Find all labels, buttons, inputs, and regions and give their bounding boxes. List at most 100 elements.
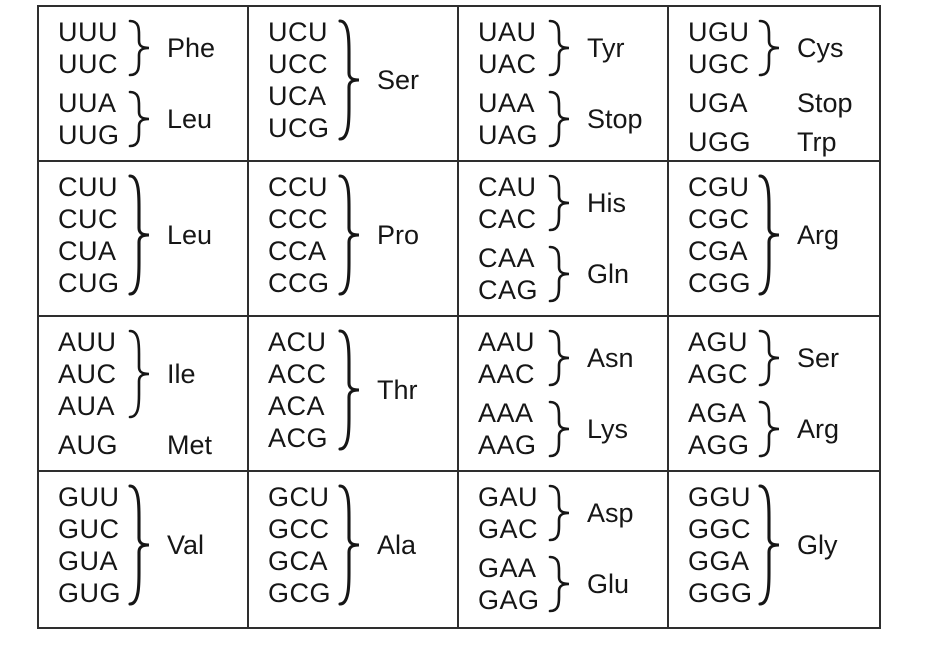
codon: AUA	[58, 391, 116, 421]
codon: CCG	[268, 268, 330, 298]
amino-acid-label: Arg	[797, 219, 840, 250]
codon: AGG	[688, 430, 750, 460]
amino-acid-label: Ile	[167, 358, 196, 389]
brace-icon	[758, 19, 788, 77]
brace-icon	[128, 19, 158, 77]
amino-acid-label: Stop	[587, 103, 643, 134]
amino-acid-label: His	[587, 187, 626, 218]
codon: UCU	[268, 17, 328, 47]
codon: GCU	[268, 482, 330, 512]
codon: CGG	[688, 268, 752, 298]
amino-acid-label: Met	[167, 429, 213, 460]
amino-acid-label: Lys	[587, 413, 629, 444]
codon: UGA	[688, 88, 749, 118]
brace-icon	[128, 484, 158, 606]
codon: UGG	[688, 127, 752, 157]
codon: CUG	[58, 268, 120, 298]
codon: ACG	[268, 423, 329, 453]
codon: AAG	[478, 430, 537, 460]
brace-icon	[758, 484, 788, 606]
codon-list: UGA	[688, 87, 758, 119]
codon: AAC	[478, 359, 536, 389]
brace-icon	[338, 329, 368, 451]
codon: GUA	[58, 546, 119, 576]
codon: CGC	[688, 204, 750, 234]
brace-icon	[548, 245, 578, 303]
codon: GGA	[688, 546, 750, 576]
brace-icon	[758, 174, 788, 296]
codon: UUU	[58, 17, 118, 47]
brace-icon	[548, 400, 578, 458]
codon: ACC	[268, 359, 327, 389]
codon: GAG	[478, 585, 540, 615]
amino-acid-label: Leu	[167, 103, 213, 134]
amino-acid-label: Thr	[377, 374, 418, 405]
codon-group: UGG Trp	[688, 126, 875, 158]
codon: GGG	[688, 578, 753, 608]
codon: UUA	[58, 88, 117, 118]
codon: CUU	[58, 172, 118, 202]
codon: GUC	[58, 514, 120, 544]
amino-acid-label: Trp	[797, 126, 837, 157]
amino-acid-label: Gln	[587, 258, 630, 289]
codon: AUC	[58, 359, 117, 389]
codon: UGC	[688, 49, 750, 79]
codon: AUG	[58, 430, 119, 460]
codon: UGU	[688, 17, 750, 47]
codon: AGA	[688, 398, 747, 428]
codon: CCU	[268, 172, 328, 202]
codon: GCG	[268, 578, 332, 608]
codon: GAU	[478, 482, 539, 512]
amino-acid-label: Gly	[797, 529, 838, 560]
amino-acid-label: Val	[167, 529, 205, 560]
amino-acid-label: Ala	[377, 529, 417, 560]
codon-list: AUG	[58, 429, 128, 461]
codon: CGU	[688, 172, 750, 202]
codon: ACU	[268, 327, 327, 357]
codon: CUC	[58, 204, 118, 234]
codon: UAG	[478, 120, 539, 150]
codon: CAU	[478, 172, 537, 202]
codon: CGA	[688, 236, 749, 266]
